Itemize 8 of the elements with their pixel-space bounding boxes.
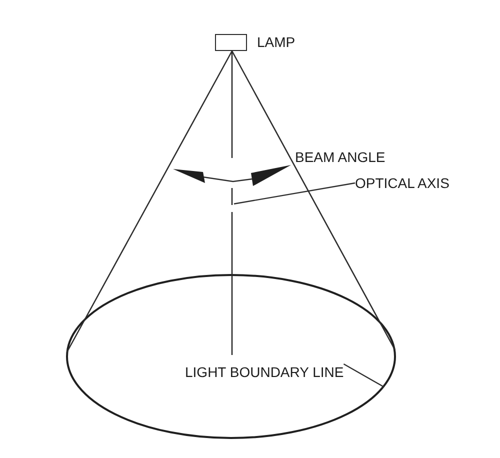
callout-label: LIGHT BOUNDARY LINE — [185, 364, 344, 380]
callout-label: LAMP — [257, 34, 296, 50]
lamp-box — [215, 34, 247, 51]
callout-label: OPTICAL AXIS — [355, 175, 450, 191]
leader-line — [343, 363, 384, 388]
leader-line — [234, 182, 356, 204]
optical-axis-line — [230, 51, 234, 355]
callout-label: BEAM ANGLE — [295, 149, 386, 165]
